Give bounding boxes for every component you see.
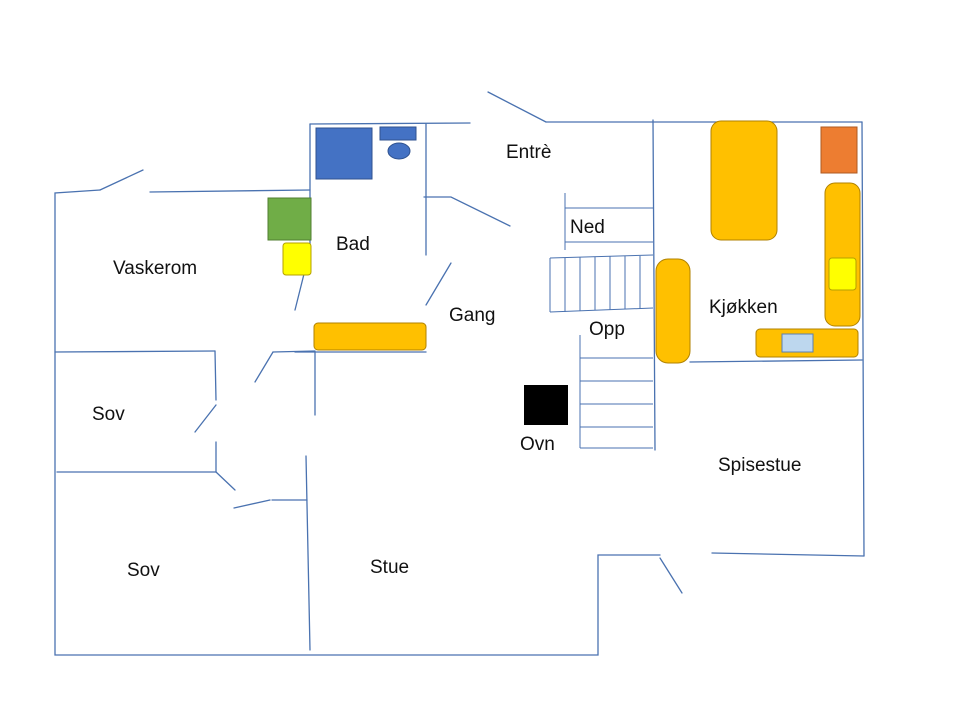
wall-outer-left xyxy=(54,189,661,656)
washer-fixture xyxy=(267,197,312,241)
toilet-bowl-fixture xyxy=(387,142,411,160)
door-entre xyxy=(487,91,547,123)
wall-entre-inner xyxy=(423,196,511,227)
wall-outer-right xyxy=(861,121,865,557)
wall-kitchen-bottom xyxy=(689,359,863,363)
label-spisestue: Spisestue xyxy=(718,455,801,476)
stairs-down xyxy=(549,193,654,313)
stairs-down-edge xyxy=(549,307,654,313)
kitchen-counter-right-fixture xyxy=(824,182,861,327)
label-ned: Ned xyxy=(570,217,605,238)
toilet-tank-fixture xyxy=(379,126,417,141)
wall-sov1-right xyxy=(214,350,217,401)
wall-gang-top xyxy=(272,350,316,353)
label-opp: Opp xyxy=(589,319,625,340)
wall-bad-top xyxy=(309,122,471,125)
fridge-fixture xyxy=(820,126,858,174)
fixtures xyxy=(267,120,861,425)
kitchen-island-fixture xyxy=(710,120,778,241)
wall-gang-left xyxy=(254,351,274,383)
label-bad: Bad xyxy=(336,234,370,255)
shower-fixture xyxy=(315,127,373,180)
label-kjokken: Kjøkken xyxy=(709,297,778,318)
door-vaskerom xyxy=(99,169,144,191)
wall-top-vaskerom xyxy=(149,189,311,193)
door-bad xyxy=(425,262,452,306)
sink-fixture xyxy=(781,333,814,353)
wall-outer-bottom-right xyxy=(711,552,865,557)
door-terrace xyxy=(659,557,683,594)
gang-bench-fixture xyxy=(313,322,427,351)
door-sov1 xyxy=(194,404,217,433)
label-sov-2: Sov xyxy=(127,560,160,581)
label-stue: Stue xyxy=(370,557,409,578)
stairs-up xyxy=(579,335,653,449)
label-ovn: Ovn xyxy=(520,434,555,455)
door-sov2 xyxy=(215,471,236,491)
label-vaskerom: Vaskerom xyxy=(113,258,197,279)
walls xyxy=(54,91,865,656)
wall-center-divider xyxy=(652,119,656,451)
door-stue xyxy=(233,499,271,509)
stove-fixture xyxy=(828,257,857,291)
stairs-down-edge xyxy=(549,254,654,259)
wall-stue-left xyxy=(305,455,311,651)
label-sov-1: Sov xyxy=(92,404,125,425)
dryer-fixture xyxy=(282,242,312,276)
kitchen-counter-left-fixture xyxy=(655,258,691,364)
label-gang: Gang xyxy=(449,305,495,326)
room-labels: Entrè Ned Bad Vaskerom Gang Kjøkken Opp … xyxy=(92,142,801,581)
label-entre: Entrè xyxy=(506,142,551,163)
wall-sov1-top xyxy=(54,350,216,353)
stove-oven-fixture xyxy=(524,385,568,425)
